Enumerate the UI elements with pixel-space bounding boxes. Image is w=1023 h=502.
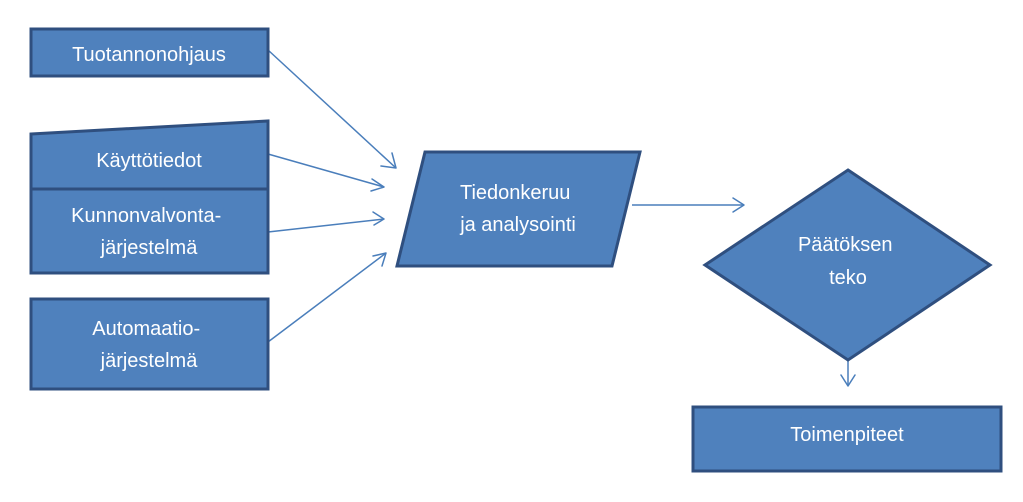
node-tiedonkeruu-line-1: Tiedonkeruu — [460, 182, 570, 204]
node-kayttotiedot: Käyttötiedot — [29, 119, 270, 191]
svg-text:Automaatio- järjestelmä: Automaatio- järjestelmä — [92, 318, 205, 372]
connector-tuotannonohjaus-tiedonkeruu — [267, 49, 397, 169]
node-paatoksenteko-line-2: teko — [829, 267, 867, 289]
node-paatoksenteko: Päätöksen teko — [702, 168, 993, 362]
node-tiedonkeruu-line-2: ja analysointi — [459, 214, 576, 236]
node-automaatio-line-2: järjestelmä — [100, 350, 199, 372]
svg-text:Toimenpiteet: Toimenpiteet — [790, 424, 904, 446]
node-kunnonvalvonta: Kunnonvalvonta- järjestelmä — [29, 187, 270, 275]
node-kunnonvalvonta-line-1: Kunnonvalvonta- — [71, 205, 221, 227]
node-tiedonkeruu: Tiedonkeruu ja analysointi — [395, 150, 642, 268]
connector-paatoksenteko-toimenpiteet — [840, 360, 856, 387]
node-automaatio-line-1: Automaatio- — [92, 318, 200, 340]
svg-text:Tuotannonohjaus: Tuotannonohjaus — [72, 44, 226, 66]
node-paatoksenteko-line-1: Päätöksen — [798, 234, 893, 256]
connector-tiedonkeruu-paatoksenteko — [632, 197, 745, 213]
connector-kunnonvalvonta-tiedonkeruu — [267, 211, 385, 233]
connector-kayttotiedot-tiedonkeruu — [267, 153, 385, 192]
svg-text:Tiedonkeruu ja analysoin: Tiedonkeruu ja analysointi — [459, 182, 576, 236]
svg-text:Käyttötiedot: Käyttötiedot — [96, 150, 202, 172]
svg-text:Kunnonvalvonta- järjeste: Kunnonvalvonta- järjestelmä — [71, 205, 227, 259]
node-tuotannonohjaus: Tuotannonohjaus — [29, 27, 270, 78]
node-automaatio: Automaatio- järjestelmä — [29, 297, 270, 391]
node-kunnonvalvonta-line-2: järjestelmä — [100, 237, 199, 259]
node-toimenpiteet: Toimenpiteet — [691, 405, 1003, 473]
svg-text:Päätöksen teko: Päätöksen teko — [798, 234, 898, 289]
node-kayttotiedot-line-1: Käyttötiedot — [96, 150, 202, 172]
connector-automaatio-tiedonkeruu — [267, 252, 387, 343]
node-toimenpiteet-line-1: Toimenpiteet — [790, 424, 904, 446]
node-tuotannonohjaus-line-1: Tuotannonohjaus — [72, 44, 226, 66]
